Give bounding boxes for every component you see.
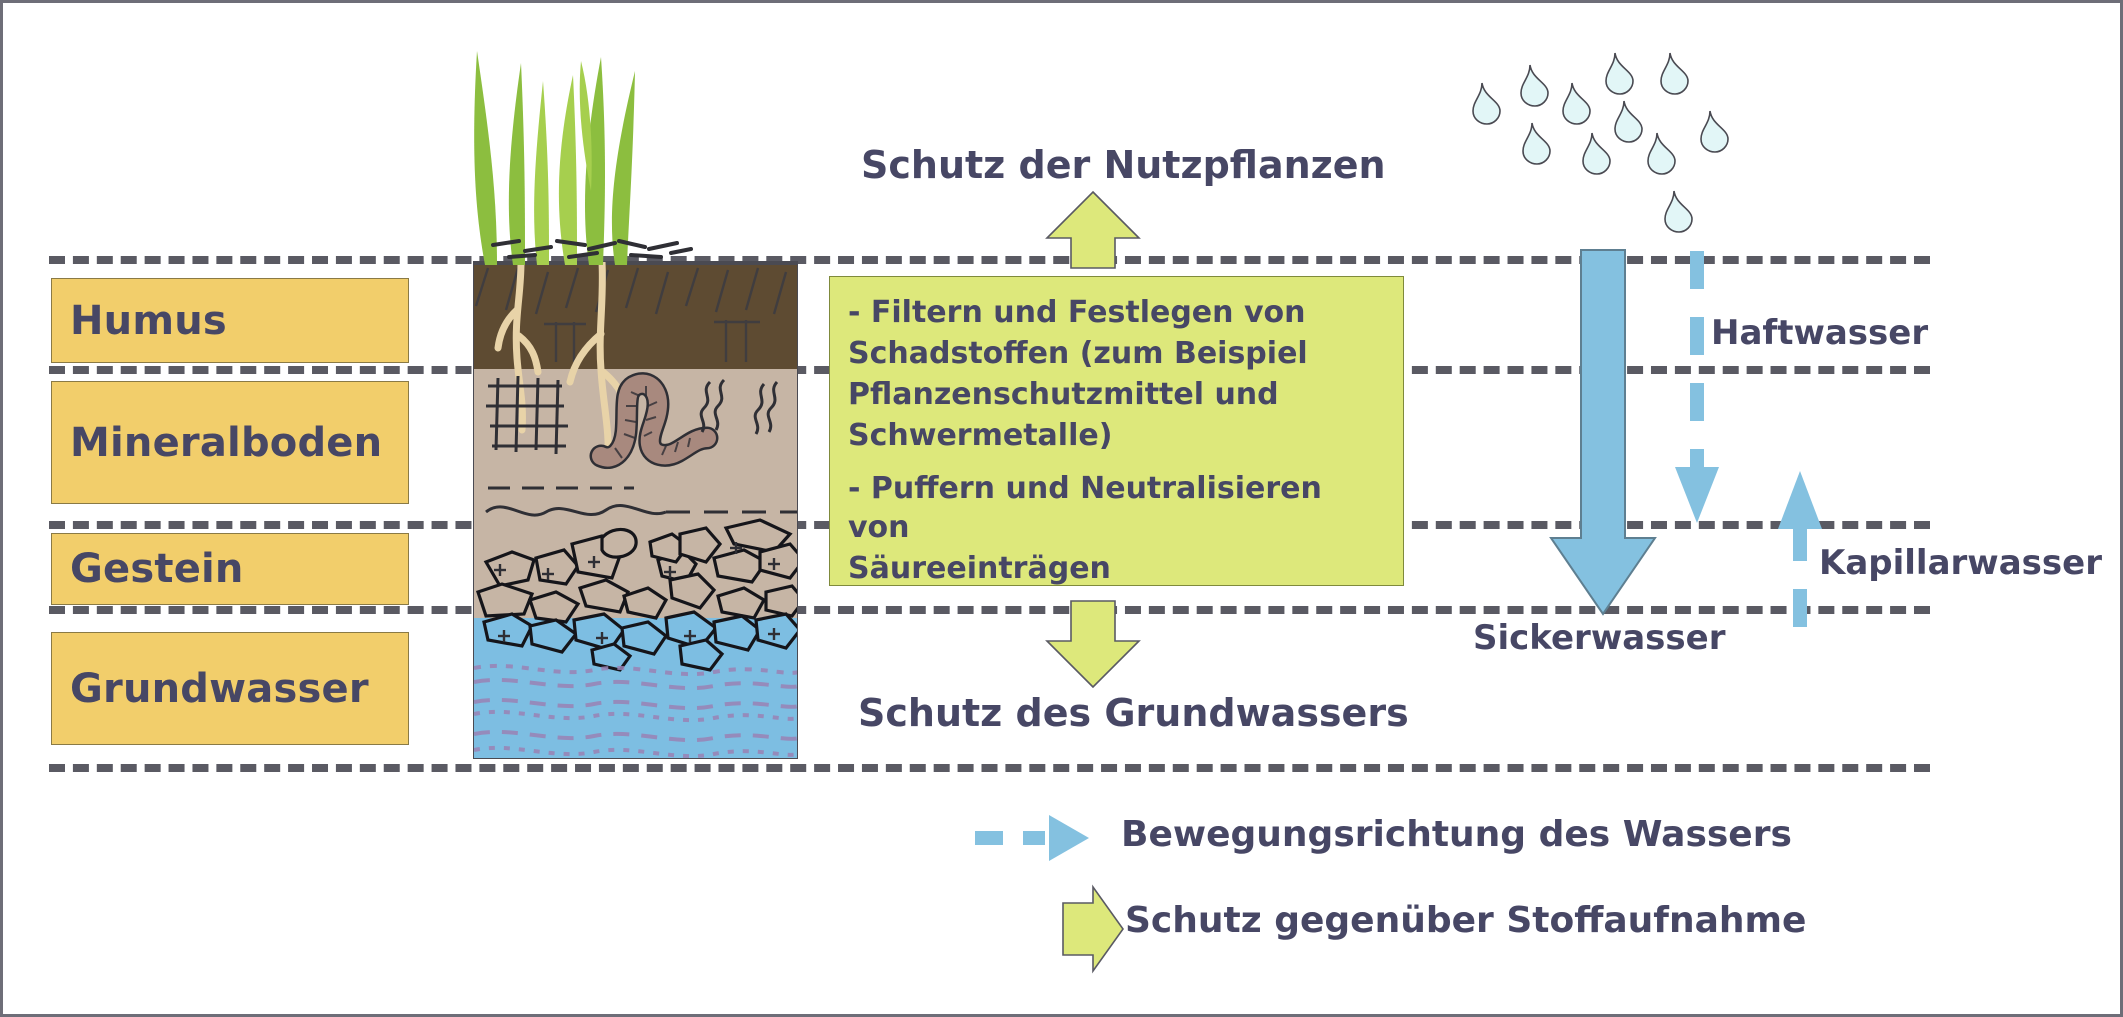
function-line-6: Säureeinträgen: [848, 551, 1111, 586]
rock-fragments-submerged: [482, 610, 797, 672]
layer-label-grundwasser: Grundwasser: [70, 665, 369, 712]
haftwasser-arrow: [1675, 251, 1719, 523]
rain-drops: [1472, 52, 1729, 233]
function-line-5: - Puffern und Neutralisieren von: [848, 471, 1322, 545]
label-haftwasser: Haftwasser: [1711, 313, 1929, 353]
legend-substance-uptake-icon: [1062, 884, 1124, 974]
horizon-line-surface: [49, 256, 1930, 264]
layer-box-humus[interactable]: Humus: [51, 278, 409, 363]
label-sickerwasser: Sickerwasser: [1473, 618, 1726, 658]
function-line-2: Schadstoffen (zum Beispiel: [848, 336, 1308, 371]
protection-arrow-down: [1045, 600, 1141, 689]
horizon-line-bottom: [49, 764, 1930, 772]
soil-air-squiggles: [699, 378, 779, 435]
soil-functions-panel: - Filtern und Festlegen von Schadstoffen…: [829, 276, 1404, 586]
soil-profile-graphic: [474, 262, 797, 758]
legend-label-substance-uptake: Schutz gegenüber Stoffaufnahme: [1125, 900, 1807, 941]
legend-label-water-movement: Bewegungsrichtung des Wassers: [1121, 814, 1792, 855]
layer-label-mineralboden: Mineralboden: [70, 419, 383, 466]
soil-profile-column: [473, 261, 798, 759]
surface-litter-line: [474, 262, 797, 265]
humus-hatching: [474, 267, 788, 362]
title-schutz-des-grundwassers: Schutz des Grundwassers: [858, 691, 1409, 735]
earthworm-icon: [589, 372, 719, 469]
layer-box-mineralboden[interactable]: Mineralboden: [51, 381, 409, 504]
protection-arrow-up: [1045, 190, 1141, 269]
function-line-4: Schwermetalle): [848, 418, 1113, 453]
function-line-3: Pflanzenschutzmittel und: [848, 377, 1279, 412]
rock-fragments: [475, 518, 797, 624]
kapillarwasser-arrow: [1778, 471, 1822, 648]
clay-lattice-icon: [486, 375, 568, 455]
soil-texture-lines: [485, 486, 797, 517]
layer-box-gestein[interactable]: Gestein: [51, 533, 409, 605]
layer-label-humus: Humus: [70, 297, 227, 344]
groundwater-waves: [474, 663, 797, 758]
title-schutz-der-nutzpflanzen: Schutz der Nutzpflanzen: [861, 143, 1386, 187]
mineral-plus-marks: [494, 542, 780, 644]
layer-box-grundwasser[interactable]: Grundwasser: [51, 632, 409, 745]
function-line-1: - Filtern und Festlegen von: [848, 295, 1306, 330]
label-kapillarwasser: Kapillarwasser: [1819, 543, 2102, 583]
horizon-line-rock-water: [49, 606, 1930, 614]
layer-label-gestein: Gestein: [70, 546, 244, 592]
sickerwasser-arrow: [1549, 249, 1657, 616]
legend-water-movement-icon: [975, 815, 1089, 861]
grass-plants: [474, 51, 693, 265]
